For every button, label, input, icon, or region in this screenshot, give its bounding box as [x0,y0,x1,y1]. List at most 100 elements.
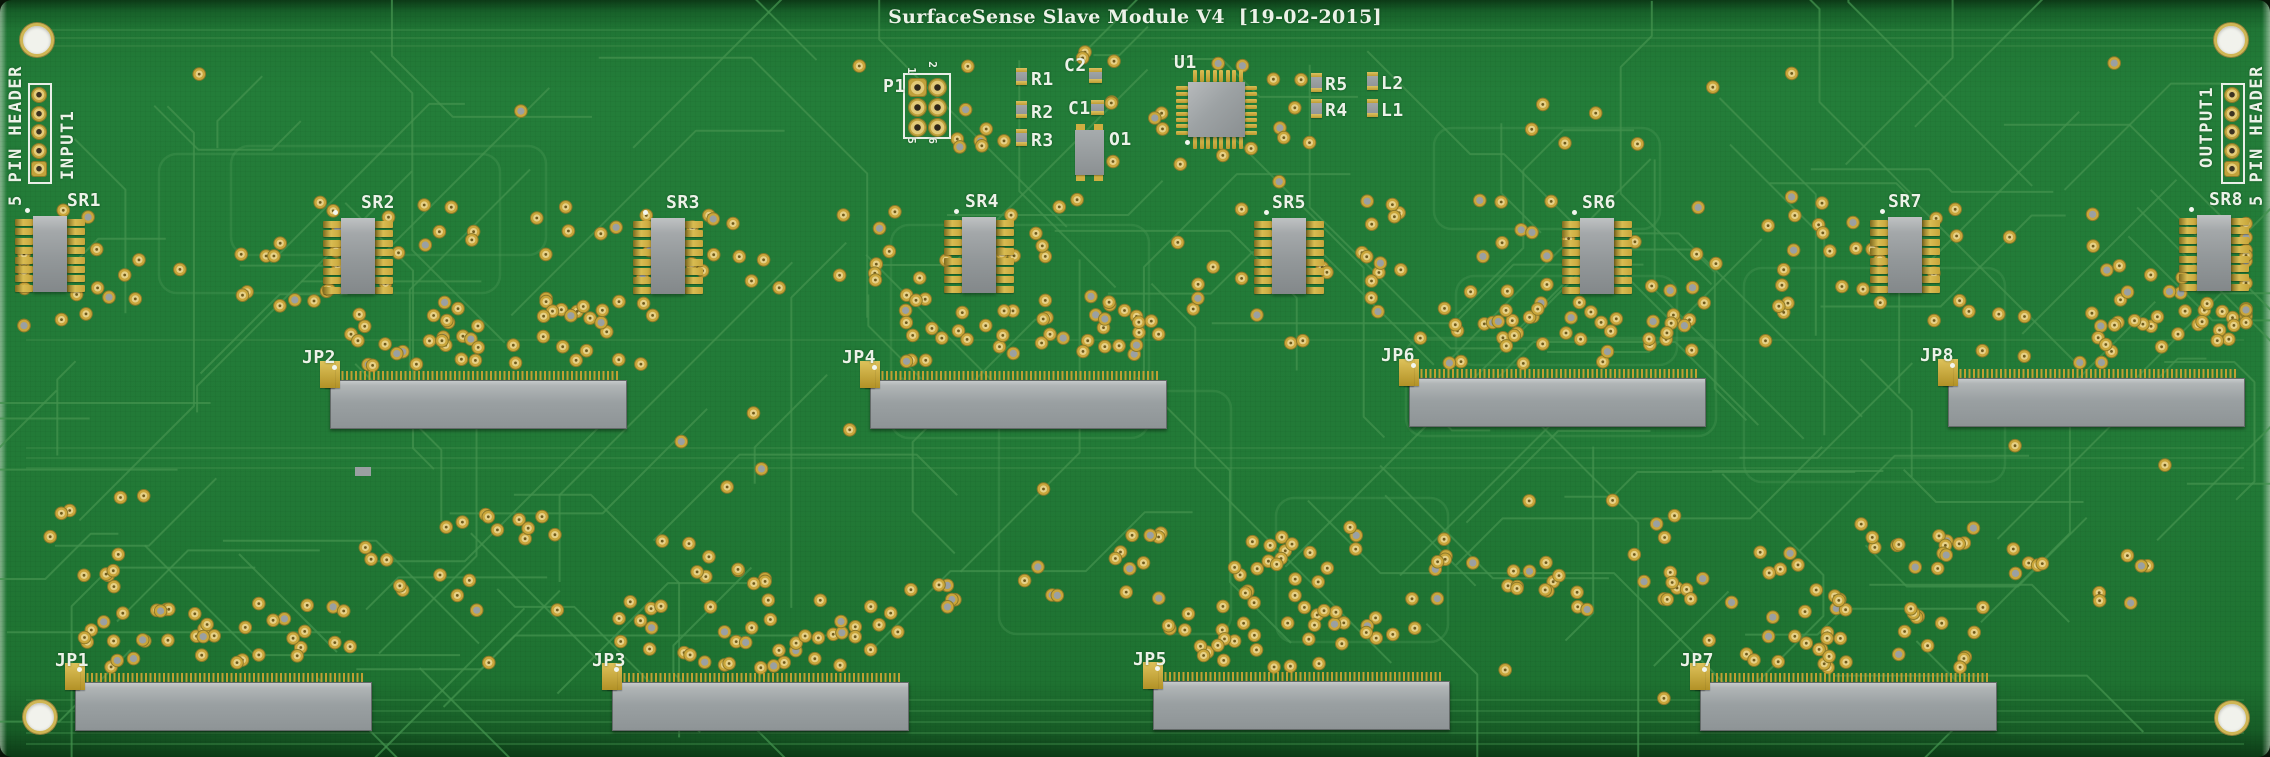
decorative-shape [1016,101,1027,105]
decorative-shape [1193,70,1197,82]
decorative-shape [1016,81,1027,85]
decorative-shape [1076,173,1085,181]
through-hole-pad [909,99,926,116]
mounting-hole-top-right [2214,23,2248,57]
decorative-shape [1614,239,1632,247]
pin-comb [1955,369,2238,379]
connector-body [612,682,909,731]
component-label: JP3 [592,650,627,671]
decorative-shape [323,221,341,228]
decorative-shape [1922,267,1940,274]
chip-body [33,216,67,292]
mount-tab [1690,663,1705,690]
decorative-shape [1089,68,1102,72]
decorative-shape [633,286,651,294]
decorative-shape [1176,118,1188,122]
smd-body [1016,68,1027,85]
decorative-shape [2179,265,2197,272]
board-title: SurfaceSense Slave Module V4 [19-02-2015… [888,6,1382,28]
through-hole-pad [32,106,46,121]
component-label: JP7 [1680,650,1715,671]
decorative-shape [685,249,703,257]
chip-body [1188,82,1245,137]
decorative-shape [996,285,1014,293]
decorative-shape [67,247,85,255]
decorative-shape [15,256,33,264]
input-header-footprint [28,83,52,184]
decorative-shape [1016,142,1027,146]
component-label: L2 [1381,73,1404,94]
mount-tab [65,663,80,690]
decorative-shape [323,249,341,257]
decorative-shape [1311,73,1322,77]
component-label: O1 [1109,129,1132,150]
decorative-shape [1922,238,1940,246]
decorative-shape [996,229,1014,237]
decorative-shape [685,258,703,266]
decorative-shape [1311,114,1322,118]
component-label: R1 [1031,69,1054,90]
decorative-shape [1562,286,1580,294]
through-hole-pad [929,99,946,116]
smd-pad [355,467,371,476]
decorative-shape [996,238,1014,246]
decorative-shape [1176,86,1188,90]
decorative-shape [1870,257,1888,265]
decorative-shape [1254,268,1272,275]
decorative-shape [1245,111,1257,116]
decorative-shape [1870,276,1888,284]
chip-body [1272,218,1306,294]
decorative-shape [1306,239,1324,247]
pin1-marker-dot [332,365,337,370]
decorative-shape [2231,255,2249,263]
decorative-shape [1225,70,1230,82]
decorative-shape [323,239,341,247]
decorative-shape [944,229,962,237]
pin-comb [619,673,902,683]
pin1-marker-dot [77,667,82,672]
decorative-shape [1870,229,1888,237]
decorative-shape [1176,111,1188,116]
decorative-shape [1254,230,1272,238]
decorative-shape [1245,86,1257,90]
mounting-hole-top-left [20,23,54,57]
decorative-shape [1206,70,1210,82]
decorative-shape [633,268,651,275]
decorative-shape [1922,220,1940,227]
decorative-shape [375,239,393,247]
decorative-shape [1245,92,1257,97]
decorative-shape [685,268,703,275]
connector-body [1409,378,1706,427]
chip-body [2197,215,2231,291]
component-label: JP5 [1133,649,1168,670]
pin-comb [877,371,1160,381]
decorative-shape [685,277,703,285]
decorative-shape [1870,267,1888,274]
decorative-shape [1922,229,1940,237]
decorative-shape [2179,246,2197,254]
decorative-shape [2179,236,2197,244]
chip-body [651,218,685,294]
decorative-shape [1176,124,1188,129]
connector-body [1153,681,1450,730]
decorative-shape [996,276,1014,284]
decorative-shape [1089,79,1102,83]
decorative-shape [67,237,85,245]
decorative-shape [1367,86,1378,90]
decorative-shape [1870,248,1888,256]
mount-tab [602,663,617,690]
decorative-shape [1176,98,1188,103]
decorative-shape [996,257,1014,265]
component-label: C1 [1068,98,1091,119]
decorative-shape [1306,221,1324,228]
decorative-shape [1254,221,1272,228]
decorative-shape [1254,277,1272,285]
decorative-shape [375,249,393,257]
decorative-shape [633,277,651,285]
decorative-shape [633,230,651,238]
decorative-shape [1091,111,1104,115]
pin-comb [1160,672,1443,682]
decorative-shape [323,286,341,294]
decorative-shape [685,286,703,294]
